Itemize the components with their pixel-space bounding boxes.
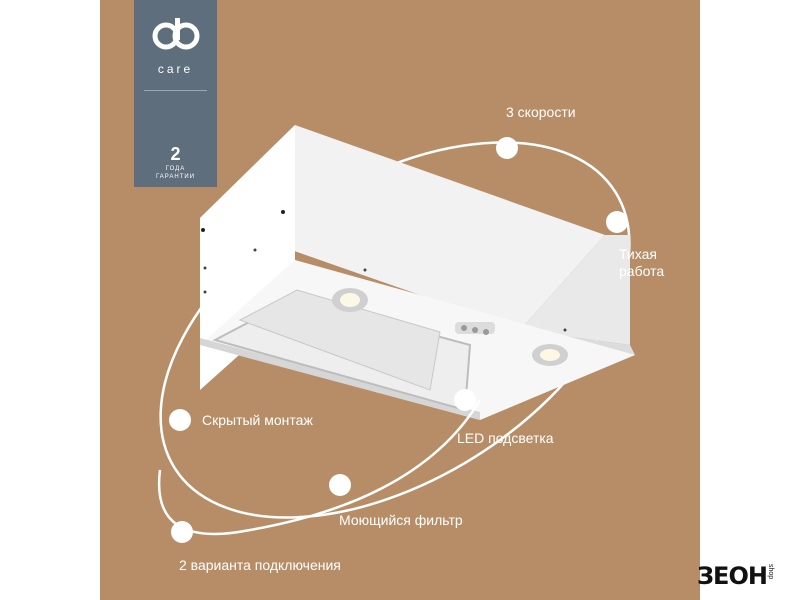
feature-label-led: LED подсветка xyxy=(457,430,554,446)
warranty-label-line2: ГАРАНТИИ xyxy=(155,174,196,180)
feature-dot-filter xyxy=(329,474,351,496)
badge-divider xyxy=(144,90,207,91)
feature-dot-led xyxy=(454,389,476,411)
feature-label-speeds: 3 скорости xyxy=(506,104,576,120)
warranty-label-line1: ГОДА xyxy=(165,166,186,172)
product-canvas: care 2 ГОДА ГАРАНТИИ xyxy=(100,0,700,600)
brand-care-text: care xyxy=(157,62,194,76)
store-logo-shop: shop xyxy=(767,564,774,580)
feature-label-quiet-line2: работа xyxy=(619,263,665,279)
warranty-years: 2 xyxy=(170,144,181,164)
feature-dot-hidden-mount xyxy=(169,409,191,431)
feature-dot-quiet xyxy=(606,211,628,233)
feature-dot-connection xyxy=(171,521,193,543)
orbit-ring-front xyxy=(157,399,482,536)
product-illustration xyxy=(157,125,635,543)
store-logo: ЗЕОН shop xyxy=(697,560,787,590)
feature-label-quiet-group: Тихая работа xyxy=(619,246,664,280)
feature-label-quiet-line1: Тихая xyxy=(619,246,657,262)
store-logo-name: ЗЕОН xyxy=(697,562,768,590)
feature-label-hidden-mount: Скрытый монтаж xyxy=(202,412,313,428)
feature-label-connection: 2 варианта подключения xyxy=(179,557,341,573)
feature-dot-speeds xyxy=(496,137,518,159)
range-hood-image xyxy=(200,125,635,420)
feature-label-filter: Моющийся фильтр xyxy=(339,512,463,528)
warranty-badge: care 2 ГОДА ГАРАНТИИ xyxy=(134,0,217,187)
brand-logo-icon xyxy=(152,18,200,50)
